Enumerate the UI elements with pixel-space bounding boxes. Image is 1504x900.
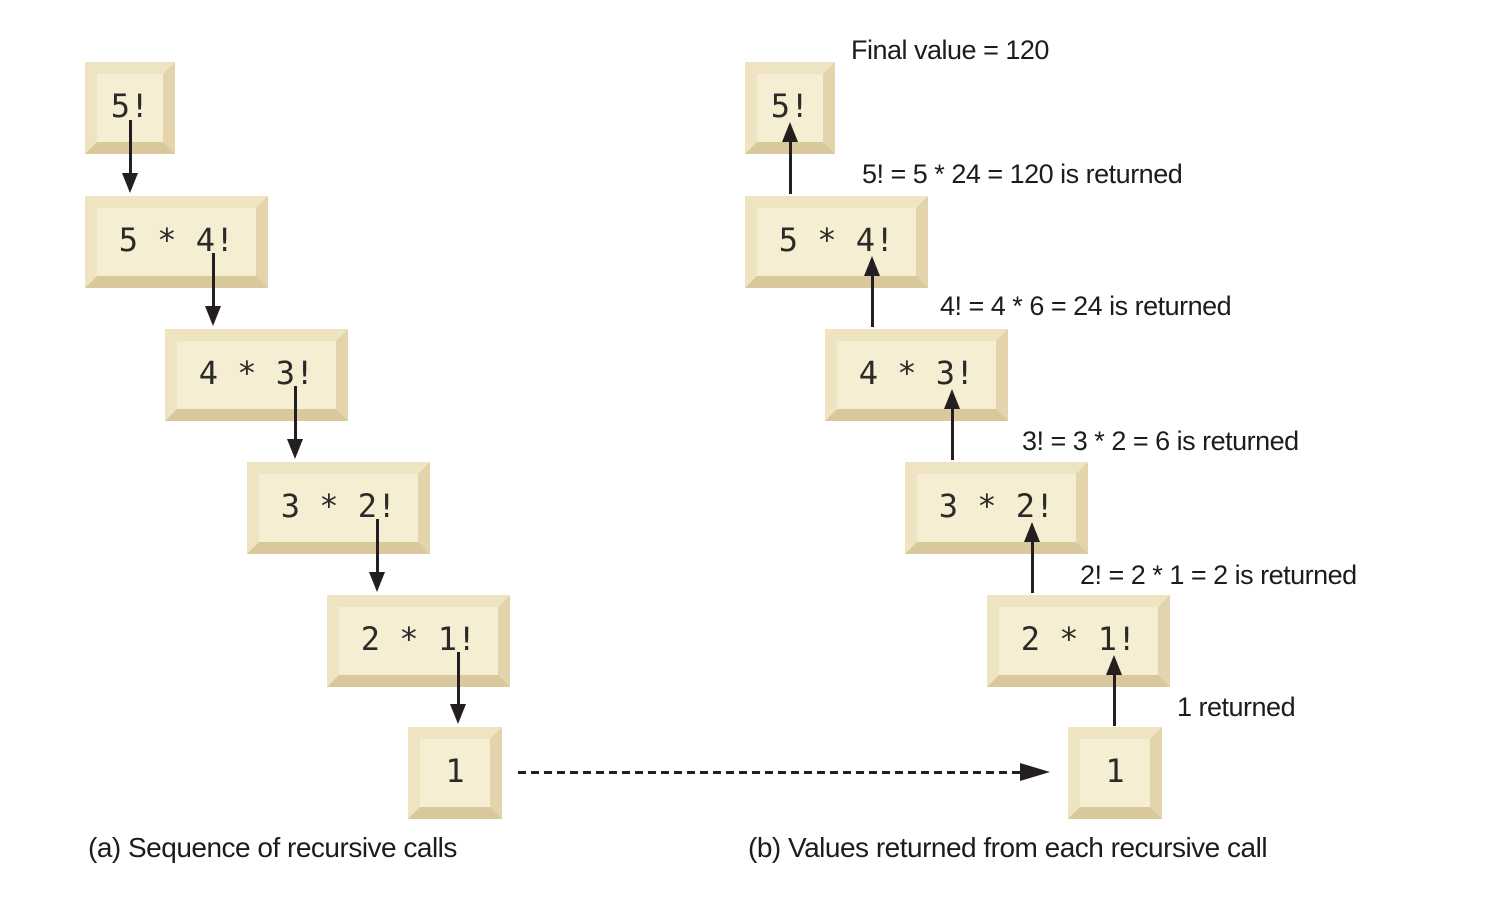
box-a-4-times-3-factorial-label: 4 * 3! bbox=[198, 354, 315, 392]
arrowhead-up-icon bbox=[944, 389, 960, 409]
caption-panel-b: (b) Values returned from each recursive … bbox=[748, 832, 1268, 863]
return-arrow-3-line bbox=[951, 409, 954, 460]
box-a-5-factorial: 5! bbox=[85, 62, 175, 154]
caption-panel-a: (a) Sequence of recursive calls bbox=[88, 832, 457, 863]
arrowhead-up-icon bbox=[864, 256, 880, 276]
annotation-return-2-factorial: 2! = 2 * 1 = 2 is returned bbox=[1080, 560, 1357, 590]
box-a-5-times-4-factorial-label: 5 * 4! bbox=[118, 221, 235, 259]
call-arrow-3-line bbox=[294, 386, 297, 439]
arrowhead-up-icon bbox=[1106, 655, 1122, 675]
box-b-2-times-1-factorial: 2 * 1! bbox=[987, 595, 1170, 687]
arrowhead-down-icon bbox=[205, 306, 221, 326]
annotation-return-5-factorial: 5! = 5 * 24 = 120 is returned bbox=[862, 159, 1183, 189]
box-b-2-times-1-factorial-label: 2 * 1! bbox=[1020, 620, 1137, 658]
box-a-5-times-4-factorial: 5 * 4! bbox=[85, 196, 268, 288]
return-arrow-5-line bbox=[1113, 675, 1116, 726]
arrowhead-down-icon bbox=[287, 439, 303, 459]
annotation-return-4-factorial: 4! = 4 * 6 = 24 is returned bbox=[940, 291, 1232, 321]
box-b-5-times-4-factorial-label: 5 * 4! bbox=[778, 221, 895, 259]
box-a-4-times-3-factorial: 4 * 3! bbox=[165, 329, 348, 421]
base-case-return-arrow-line bbox=[518, 771, 1020, 774]
call-arrow-4-line bbox=[376, 519, 379, 572]
box-a-base-case-1: 1 bbox=[408, 727, 502, 819]
box-a-base-case-1-label: 1 bbox=[445, 752, 465, 790]
box-a-2-times-1-factorial: 2 * 1! bbox=[327, 595, 510, 687]
box-b-base-case-1-label: 1 bbox=[1105, 752, 1125, 790]
box-b-3-times-2-factorial: 3 * 2! bbox=[905, 462, 1088, 554]
box-b-4-times-3-factorial: 4 * 3! bbox=[825, 329, 1008, 421]
arrowhead-up-icon bbox=[782, 122, 798, 142]
arrowhead-right-icon bbox=[1020, 763, 1050, 781]
arrowhead-up-icon bbox=[1024, 522, 1040, 542]
arrowhead-down-icon bbox=[122, 173, 138, 193]
arrowhead-down-icon bbox=[369, 572, 385, 592]
annotation-return-3-factorial: 3! = 3 * 2 = 6 is returned bbox=[1022, 426, 1299, 456]
call-arrow-2-line bbox=[212, 253, 215, 306]
box-a-2-times-1-factorial-label: 2 * 1! bbox=[360, 620, 477, 658]
return-arrow-1-line bbox=[789, 142, 792, 194]
box-b-3-times-2-factorial-label: 3 * 2! bbox=[938, 487, 1055, 525]
return-arrow-2-line bbox=[871, 276, 874, 327]
box-a-3-times-2-factorial-label: 3 * 2! bbox=[280, 487, 397, 525]
arrowhead-down-icon bbox=[450, 704, 466, 724]
box-a-5-factorial-label: 5! bbox=[110, 87, 150, 125]
call-arrow-1-line bbox=[129, 120, 132, 173]
return-arrow-4-line bbox=[1031, 542, 1034, 593]
call-arrow-5-line bbox=[457, 652, 460, 704]
box-b-5-factorial-label: 5! bbox=[770, 87, 810, 125]
box-a-3-times-2-factorial: 3 * 2! bbox=[247, 462, 430, 554]
box-b-4-times-3-factorial-label: 4 * 3! bbox=[858, 354, 975, 392]
annotation-final-value: Final value = 120 bbox=[851, 35, 1049, 65]
box-b-base-case-1: 1 bbox=[1068, 727, 1162, 819]
box-b-5-times-4-factorial: 5 * 4! bbox=[745, 196, 928, 288]
annotation-return-base-case: 1 returned bbox=[1177, 692, 1296, 722]
